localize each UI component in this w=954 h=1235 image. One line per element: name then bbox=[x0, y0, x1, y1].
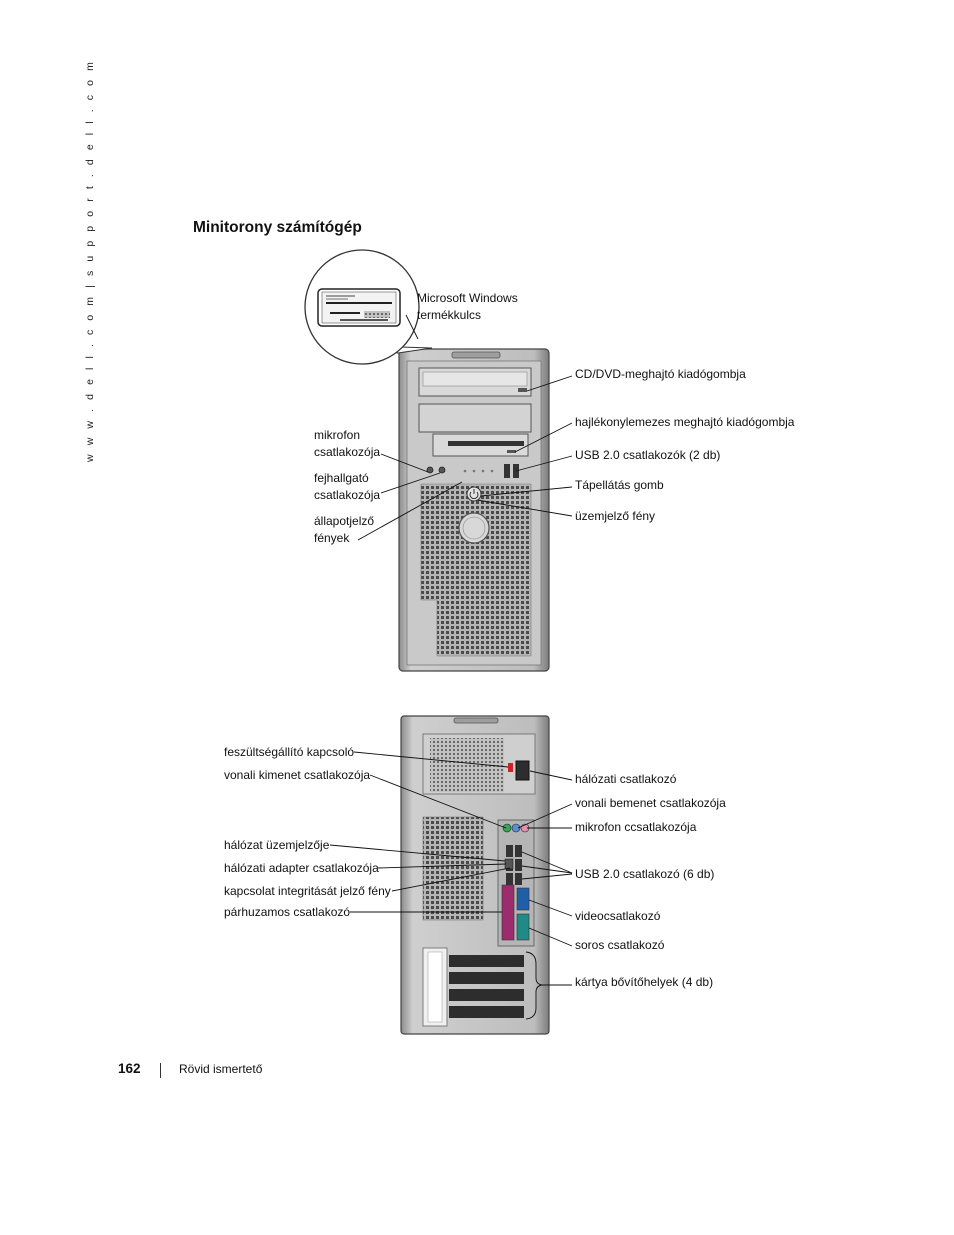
serial-port bbox=[516, 913, 530, 941]
video-port bbox=[516, 887, 530, 911]
page-heading: Minitorony számítógép bbox=[193, 219, 362, 236]
front-mic-jack bbox=[426, 466, 434, 474]
usb-back-2 bbox=[515, 845, 522, 857]
label-floppy-eject: hajlékonylemezes meghajtó kiadógombja bbox=[575, 415, 795, 429]
usb-back-1 bbox=[506, 845, 513, 857]
label-line-in: vonali bemenet csatlakozója bbox=[575, 796, 726, 810]
usb-back-6 bbox=[515, 873, 522, 885]
label-cd-eject: CD/DVD-meghajtó kiadógombja bbox=[575, 367, 746, 381]
label-line-out: vonali kimenet csatlakozója bbox=[224, 768, 371, 782]
line-in-jack bbox=[511, 823, 521, 833]
label-product-key: Microsoft Windows termékkulcs bbox=[417, 291, 518, 322]
usb-back-4 bbox=[515, 859, 522, 871]
card-slot-2 bbox=[449, 972, 524, 984]
front-tower bbox=[398, 348, 550, 672]
label-power-connector: hálózati csatlakozó bbox=[575, 772, 677, 786]
parallel-port bbox=[501, 884, 515, 941]
label-network-adapter: hálózati adapter csatlakozója bbox=[224, 861, 379, 875]
cd-eject-button bbox=[518, 388, 527, 392]
label-link-integrity: kapcsolat integritását jelző fény bbox=[224, 884, 391, 898]
footer-divider bbox=[160, 1063, 161, 1078]
label-voltage-switch: feszültségállító kapcsoló bbox=[224, 745, 355, 759]
label-headphone: fejhallgató csatlakozója bbox=[314, 471, 381, 502]
label-usb-back: USB 2.0 csatlakozó (6 db) bbox=[575, 867, 715, 881]
label-power-light: üzemjelző fény bbox=[575, 509, 656, 523]
usb-back-5 bbox=[506, 873, 513, 885]
back-leader-lines bbox=[329, 751, 573, 1020]
voltage-switch bbox=[508, 763, 513, 772]
label-card-slots: kártya bővítőhelyek (4 db) bbox=[575, 975, 714, 989]
card-slot-3 bbox=[449, 989, 524, 1001]
network-adapter-port bbox=[504, 858, 514, 870]
label-usb-front: USB 2.0 csatlakozók (2 db) bbox=[575, 448, 721, 462]
label-mic-back: mikrofon ccsatlakozója bbox=[575, 820, 697, 834]
front-usb-1 bbox=[504, 464, 510, 478]
label-network-activity: hálózat üzemjelzője bbox=[224, 838, 330, 852]
power-connector bbox=[515, 760, 530, 781]
label-power-button: Tápellátás gomb bbox=[575, 478, 664, 492]
front-leader-lines bbox=[357, 314, 573, 541]
product-key-magnifier bbox=[304, 249, 433, 365]
label-microphone: mikrofon csatlakozója bbox=[314, 428, 381, 459]
label-serial: soros csatlakozó bbox=[575, 938, 665, 952]
label-parallel: párhuzamos csatlakozó bbox=[224, 905, 351, 919]
front-headphone-jack bbox=[438, 466, 446, 474]
card-slot-1 bbox=[449, 955, 524, 967]
label-diagnostic-lights: állapotjelző fények bbox=[314, 514, 375, 545]
footer-section-title: Rövid ismertető bbox=[179, 1062, 263, 1076]
card-slot-4 bbox=[449, 1006, 524, 1018]
page-number: 162 bbox=[118, 1061, 141, 1076]
floppy-eject-button bbox=[507, 450, 516, 453]
label-video: videocsatlakozó bbox=[575, 909, 661, 923]
line-out-jack bbox=[502, 823, 512, 833]
